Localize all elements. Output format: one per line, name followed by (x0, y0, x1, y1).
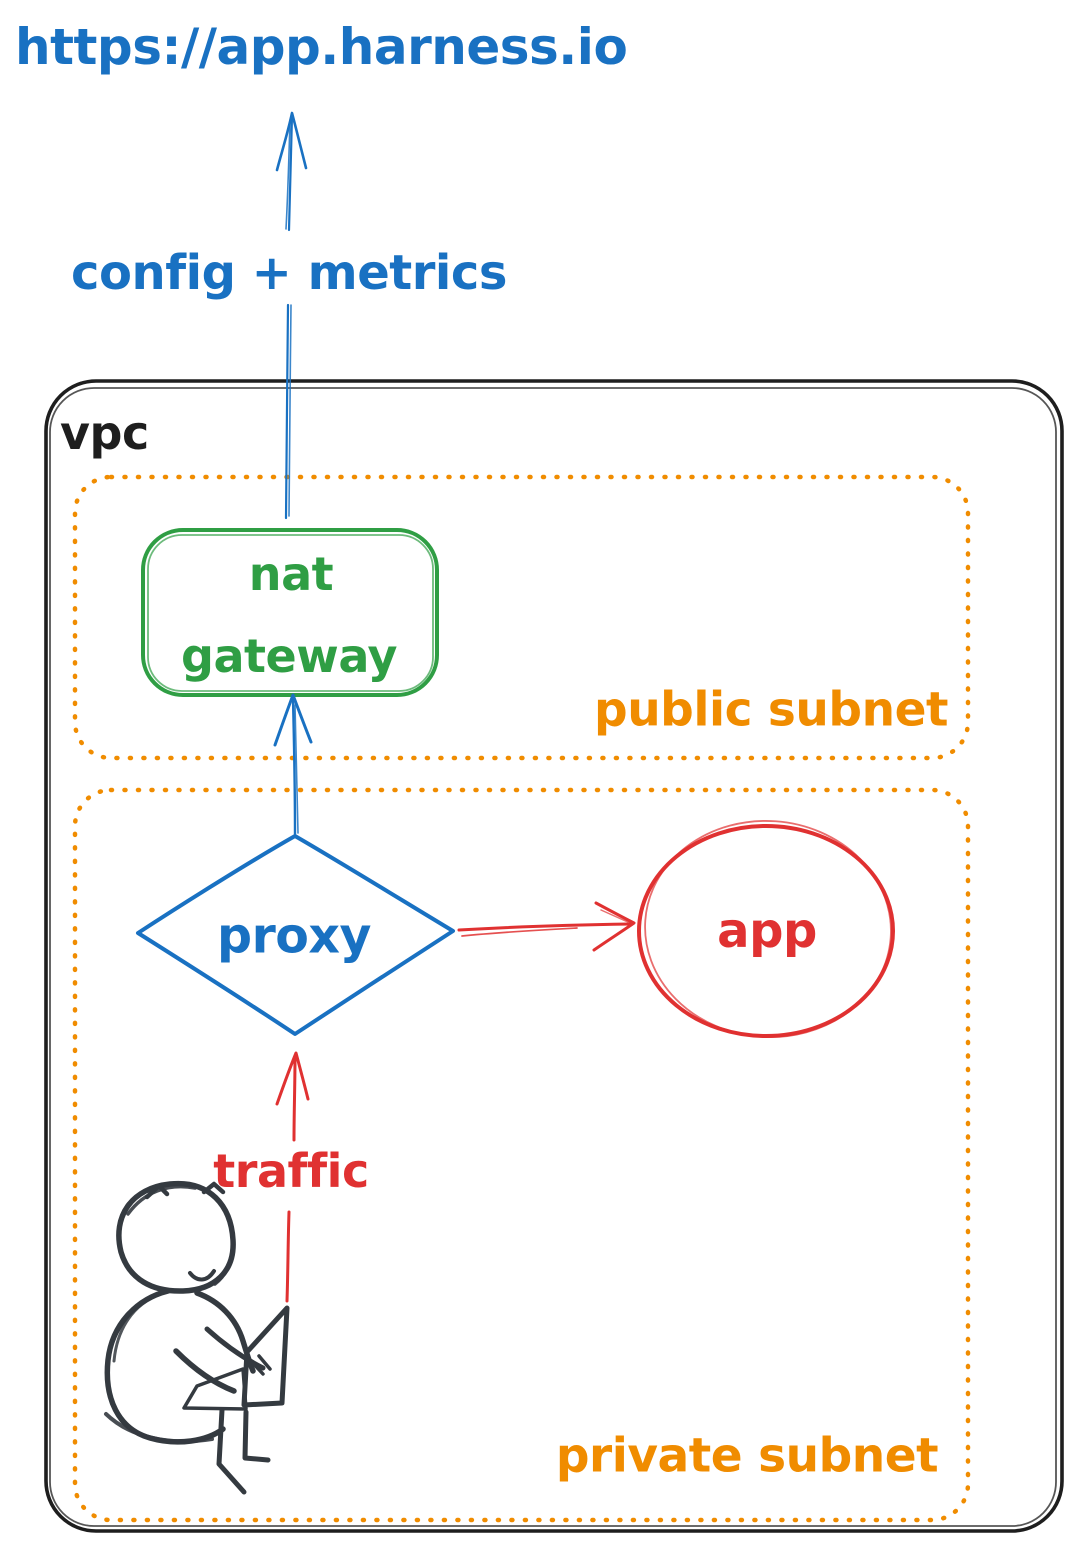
config-metrics-arrow (275, 111, 308, 520)
config-metrics-label: config + metrics (71, 245, 507, 301)
proxy-to-nat-arrow (273, 693, 313, 836)
app-label: app (717, 903, 817, 959)
public-subnet-label: public subnet (594, 682, 948, 738)
nat-gateway-node (141, 528, 439, 697)
person-with-laptop-icon (104, 1180, 290, 1495)
nat-gateway-label-line1: nat (248, 547, 334, 601)
public-subnet-box (72, 474, 971, 761)
proxy-node (136, 834, 455, 1036)
app-node (637, 820, 895, 1038)
private-subnet-label: private subnet (555, 1428, 939, 1484)
vpc-box (44, 379, 1064, 1533)
proxy-to-app-arrow (457, 901, 636, 952)
nat-gateway-label-line2: gateway (180, 629, 398, 683)
traffic-arrow (275, 1051, 310, 1303)
private-subnet-box (72, 787, 971, 1523)
proxy-label: proxy (216, 907, 372, 965)
vpc-label: vpc (60, 406, 149, 460)
traffic-label: traffic (213, 1144, 369, 1198)
url-label: https://app.harness.io (15, 18, 628, 76)
